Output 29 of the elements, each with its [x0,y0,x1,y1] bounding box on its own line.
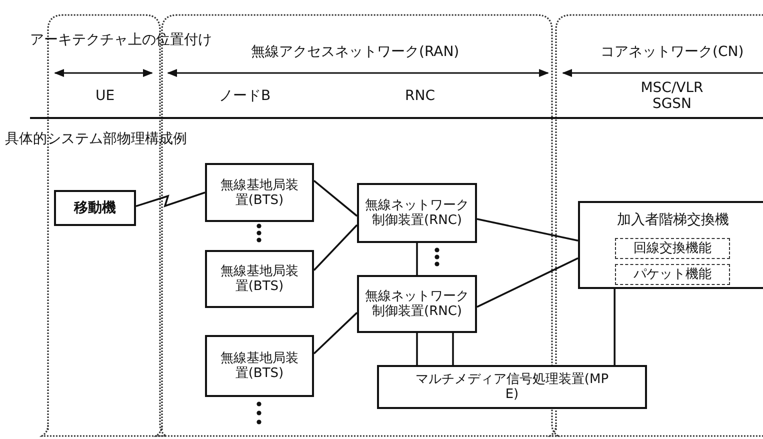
region-label: RNC [405,88,435,104]
connector-line [313,180,358,217]
equipment-box: 無線基地局装置(BTS) [205,250,314,308]
section-heading: アーキテクチャ上の位置付け [30,32,212,48]
equipment-box: 無線ネットワーク制御装置(RNC) [357,275,477,333]
equipment-box [578,201,763,289]
equipment-box: マルチメディア信号処理装置(MPE) [377,365,647,409]
region-label: MSC/VLR SGSN [640,80,704,112]
box-heading: 加入者階梯交換機 [617,213,729,228]
connector-line [313,312,358,354]
equipment-box: 無線基地局装置(BTS) [205,163,314,222]
connector-line [416,243,418,275]
region-title: コアネットワーク(CN) [600,44,744,60]
connector-line [476,218,578,242]
equipment-box: 無線基地局装置(BTS) [205,335,314,397]
region-label: UE [96,88,115,104]
region-label: ノードB [219,88,271,104]
region-title: 無線アクセスネットワーク(RAN) [251,44,460,60]
section-heading: 具体的システム部物理構成例 [5,131,187,147]
function-box: パケット機能 [615,264,730,285]
function-box: 回線交換機能 [615,238,730,259]
connector-line [416,333,418,365]
connector-line [313,224,358,271]
device-box: 移動機 [54,190,136,226]
radio-link-line [136,192,206,208]
equipment-box: 無線ネットワーク制御装置(RNC) [357,183,477,243]
connector-line [476,257,578,308]
connector-line [452,333,454,365]
connector-line [614,289,616,365]
